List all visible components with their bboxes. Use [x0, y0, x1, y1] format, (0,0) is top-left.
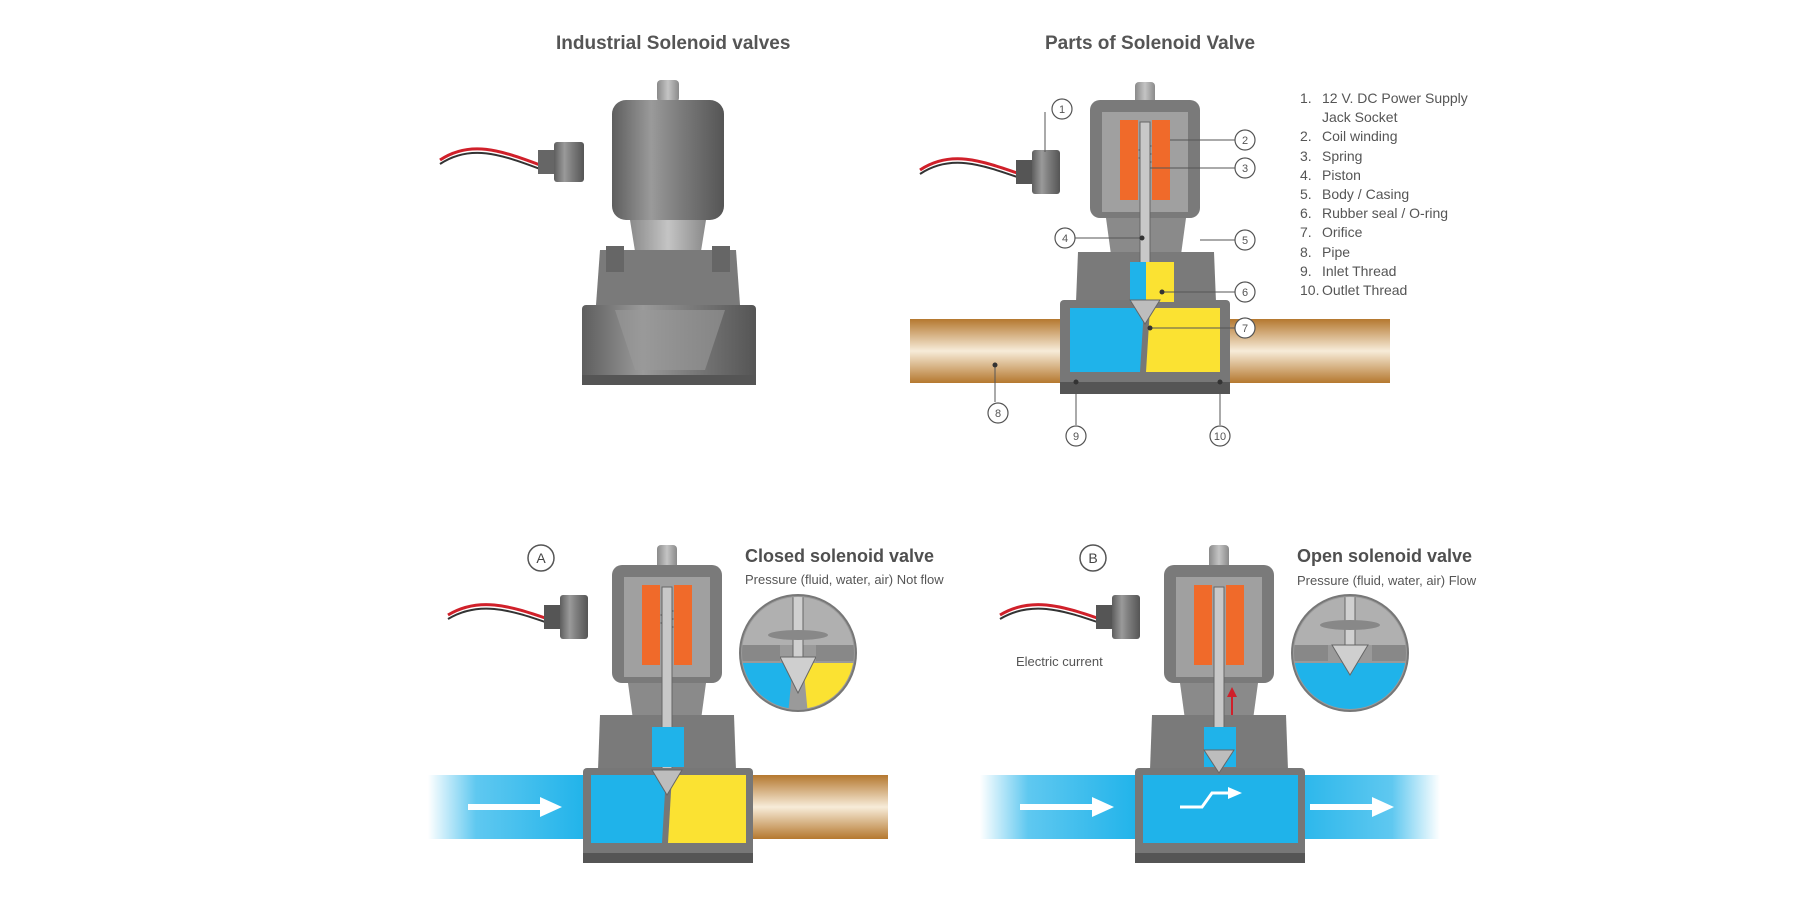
closed-valve-heading: Closed solenoid valve — [745, 546, 935, 566]
legend-item: 9.Inlet Thread — [1300, 262, 1397, 279]
legend-item: 4.Piston — [1300, 166, 1361, 183]
legend-item: 3.Spring — [1300, 147, 1363, 164]
callout-6: 6 — [1242, 287, 1248, 299]
callout-5: 5 — [1242, 235, 1248, 247]
panel-b-badge: B — [1088, 550, 1097, 566]
power-wire — [439, 147, 541, 167]
legend-item: 2.Coil winding — [1300, 128, 1398, 145]
legend-item: 1.12 V. DC Power Supply — [1300, 90, 1468, 106]
legend-item: 8.Pipe — [1300, 243, 1351, 260]
parts-legend: 1.12 V. DC Power Supply Jack Socket 2.Co… — [1300, 89, 1468, 300]
callout-1: 1 — [1059, 104, 1065, 116]
legend-item: 5.Body / Casing — [1300, 186, 1410, 203]
callout-3: 3 — [1242, 163, 1248, 175]
callout-8: 8 — [995, 408, 1001, 420]
closed-valve-subheading: Pressure (fluid, water, air) Not flow — [745, 572, 944, 587]
legend-item: 10.Outlet Thread — [1300, 282, 1408, 299]
callout-7: 7 — [1242, 323, 1248, 335]
callout-9: 9 — [1073, 431, 1079, 443]
callout-10: 10 — [1214, 431, 1226, 443]
panel-a-badge: A — [536, 550, 546, 566]
industrial-valves-title: Industrial Solenoid valves — [556, 33, 791, 54]
closed-valve-illustration: A — [428, 544, 888, 863]
open-valve-illustration: B — [980, 544, 1440, 863]
open-valve-heading: Open solenoid valve — [1297, 546, 1473, 566]
callout-2: 2 — [1242, 135, 1248, 147]
legend-item: Jack Socket — [1322, 109, 1398, 126]
legend-item: 7.Orifice — [1300, 224, 1363, 241]
parts-of-valve-title: Parts of Solenoid Valve — [1045, 33, 1256, 54]
legend-item: 6.Rubber seal / O-ring — [1300, 205, 1449, 222]
industrial-valve-illustration — [439, 80, 756, 385]
open-valve-subheading: Pressure (fluid, water, air) Flow — [1297, 573, 1477, 588]
coil-winding — [1120, 120, 1138, 200]
parts-cross-section-illustration: 1 2 3 4 5 6 7 8 9 10 — [910, 82, 1390, 447]
electric-current-label: Electric current — [1016, 654, 1103, 669]
callout-4: 4 — [1062, 233, 1068, 245]
